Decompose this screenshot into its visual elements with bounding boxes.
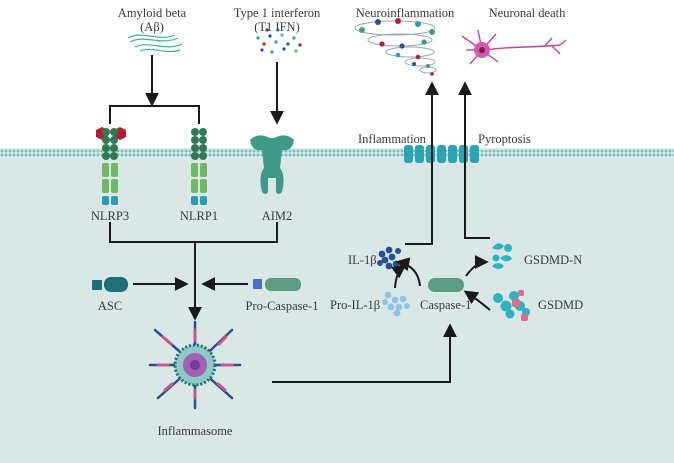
asc-protein-icon [92, 277, 128, 292]
il1b-label: IL-1β [348, 253, 377, 267]
pathway-arrows [109, 55, 491, 383]
type1-interferon-icon [256, 28, 302, 54]
pro-caspase1-label: Pro-Caspase-1 [245, 299, 319, 313]
nlrp1-label: NLRP1 [179, 209, 219, 223]
gsdmd-label: GSDMD [538, 298, 584, 312]
amyloid-beta-label: Amyloid beta [117, 6, 187, 20]
inflammation-label: Inflammation [358, 132, 427, 146]
amyloid-beta-abbrev-label: (Aβ) [140, 20, 164, 34]
inflammasome-label: Inflammasome [157, 424, 233, 438]
asc-label: ASC [97, 299, 123, 313]
caspase1-protein-icon [428, 278, 464, 292]
nlrp1-receptor-icon [191, 128, 207, 205]
gsdmd-protein-icon [493, 290, 530, 321]
neuronal-death-label: Neuronal death [488, 6, 566, 20]
cell-membrane [0, 148, 674, 158]
cytoplasm-region [0, 156, 674, 463]
nlrp3-label: NLRP3 [90, 209, 130, 223]
pro-il1b-molecule-icon [382, 291, 410, 317]
amyloid-beta-fibril-icon [127, 34, 183, 53]
type1-interferon-label: Type 1 interferon [233, 6, 321, 20]
pyroptosis-label: Pyroptosis [478, 132, 531, 146]
inflammasome-complex-icon [148, 320, 242, 410]
aim2-receptor-icon [250, 135, 294, 194]
gsdmd-pore-channel [404, 145, 479, 163]
pro-il1b-label: Pro-IL-1β [330, 298, 381, 312]
neuroinflammation-label: Neuroinflammation [355, 6, 455, 20]
gsdmd-n-label: GSDMD-N [524, 253, 583, 267]
aim2-label: AIM2 [261, 209, 293, 223]
gsdmd-n-fragment-icon [492, 243, 512, 269]
neuroinflammation-tornado-icon [354, 20, 437, 74]
type1-interferon-abbrev-label: (T1 IFN) [254, 20, 300, 34]
nlrp3-receptor-icon [102, 128, 118, 205]
pro-caspase1-protein-icon [253, 278, 301, 291]
caspase1-label: Caspase-1 [420, 298, 472, 312]
